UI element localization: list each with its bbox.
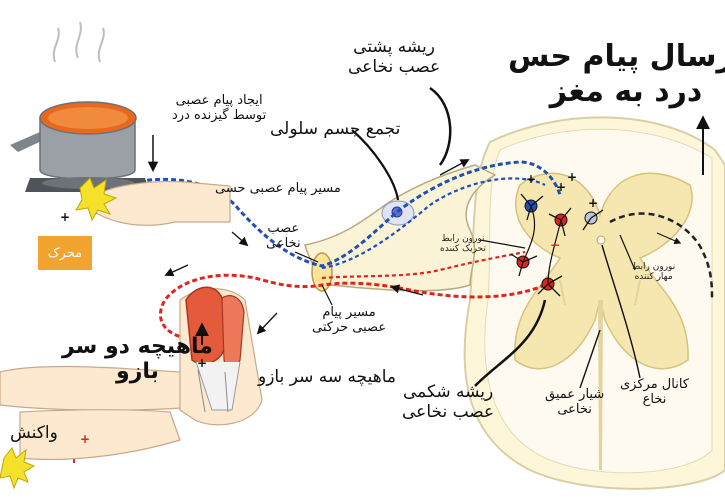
label-triceps: ماهیچه سه سر بازو [258, 368, 396, 388]
label-biceps-line-1: ماهیچه دو سر [62, 334, 213, 359]
label-inhibitory-interneuron: نورون رابط مهار کننده [632, 262, 675, 283]
label-deep-fissure-line-2: نخاعی [545, 403, 604, 418]
label-motor-path: مسیر پیام عصبی حرکتی [312, 306, 386, 336]
label-excitatory-interneuron-line-2: تحریک کننده [440, 244, 486, 254]
label-dorsal-root-line-1: ریشه پشتی [348, 38, 440, 58]
label-central-canal-line-1: کانال مرکزی [620, 378, 689, 393]
arm-touching-pot [76, 178, 230, 225]
label-sensory-path: مسیر پیام عصبی حسی [215, 182, 341, 197]
label-motor-path-line-1: مسیر پیام [312, 306, 386, 321]
sign-plus-2: + [556, 180, 566, 194]
label-spinal-nerve-line-2: نخاعی [266, 237, 301, 252]
label-inhibitory-interneuron-line-1: نورون رابط [632, 262, 675, 272]
sign-plus-reaction: + [80, 432, 90, 446]
label-excitatory-interneuron-line-1: نورون رابط [440, 234, 486, 244]
label-spinal-nerve: عصب نخاعی [266, 222, 301, 252]
label-deep-fissure: شیار عمیق نخاعی [545, 388, 604, 418]
label-reaction: واکنش [10, 424, 58, 444]
label-ventral-root: ریشه شکمی عصب نخاعی [402, 383, 494, 422]
label-ventral-root-line-2: عصب نخاعی [402, 403, 494, 423]
diagram-title: ارسال پیام حس درد به مغز [508, 40, 725, 109]
sign-plus-4: + [588, 196, 598, 210]
sign-plus-1: + [526, 172, 536, 186]
label-dorsal-root: ریشه پشتی عصب نخاعی [348, 38, 440, 77]
label-inhibitory-interneuron-line-2: مهار کننده [632, 272, 675, 282]
title-line-2: درد به مغز [508, 75, 725, 110]
label-central-canal: کانال مرکزی نخاع [620, 378, 689, 408]
sign-plus-stimulus: + [60, 210, 70, 224]
label-pain-message-line-1: ایجاد پیام عصبی [172, 94, 266, 109]
label-dorsal-root-line-2: عصب نخاعی [348, 58, 440, 78]
title-line-1: ارسال پیام حس [508, 40, 725, 75]
label-biceps-line-2: بازو [62, 359, 213, 384]
label-ventral-root-line-1: ریشه شکمی [402, 383, 494, 403]
sign-plus-muscle: + [197, 356, 207, 370]
sign-plus-3: + [567, 170, 577, 184]
label-pain-message-line-2: توسط گیزنده درد [172, 109, 266, 124]
label-cell-body-cluster: تجمع جسم سلولی [270, 120, 400, 140]
label-spinal-nerve-line-1: عصب [266, 222, 301, 237]
hot-pot-illustration [10, 22, 150, 192]
label-motor-path-line-2: عصبی حرکتی [312, 321, 386, 336]
spinal-cord [465, 117, 725, 488]
sign-minus: − [550, 238, 560, 252]
stimulus-badge: محرک [38, 236, 92, 270]
label-excitatory-interneuron: نورون رابط تحریک کننده [440, 234, 486, 255]
label-pain-message: ایجاد پیام عصبی توسط گیزنده درد [172, 94, 266, 124]
label-deep-fissure-line-1: شیار عمیق [545, 388, 604, 403]
lower-arm-with-muscles [0, 287, 262, 488]
label-central-canal-line-2: نخاع [620, 393, 689, 408]
label-biceps: ماهیچه دو سر بازو [62, 334, 213, 385]
